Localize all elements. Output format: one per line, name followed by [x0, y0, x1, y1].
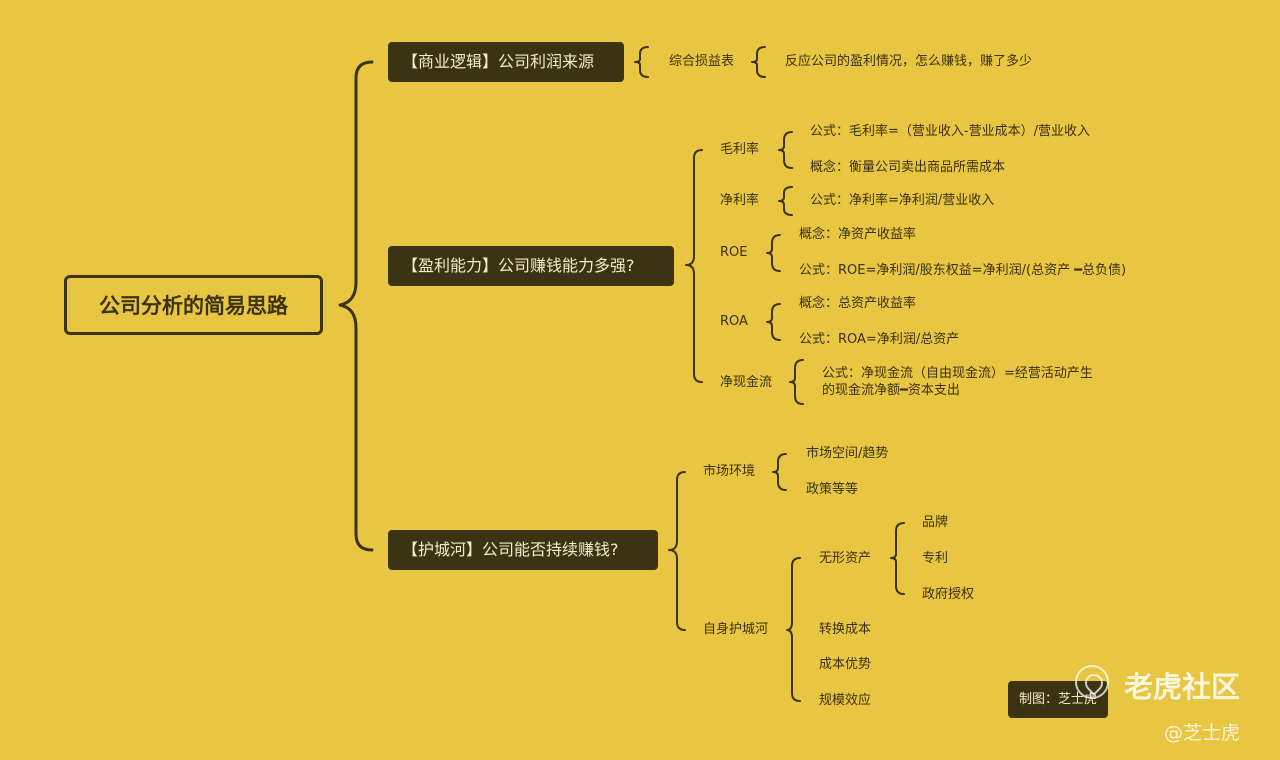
- node-roa[interactable]: ROA: [720, 314, 748, 329]
- intangible-license: 政府授权: [922, 587, 975, 602]
- node-gross-margin[interactable]: 毛利率: [720, 142, 760, 157]
- roa-brace: [766, 303, 781, 341]
- cashflow-formula-line2: 的现金流净额━资本支出: [822, 383, 960, 398]
- root-bracket: [338, 60, 374, 552]
- watermark-brand: 老虎社区: [1124, 670, 1241, 704]
- node-income-statement-detail: 反应公司的盈利情况，怎么赚钱，赚了多少: [785, 54, 1033, 69]
- net-margin-brace: [778, 186, 793, 216]
- branch1-brace: [634, 46, 649, 78]
- intangible-brand: 品牌: [922, 515, 949, 530]
- income-brace: [751, 46, 766, 78]
- node-net-cashflow[interactable]: 净现金流: [720, 375, 773, 390]
- branch-business-logic[interactable]: 【商业逻辑】公司利润来源: [388, 42, 624, 82]
- cashflow-brace: [789, 359, 804, 405]
- roa-formula: 公式：ROA=净利润/总资产: [799, 332, 960, 347]
- node-roe[interactable]: ROE: [720, 245, 748, 260]
- roe-formula: 公式：ROE=净利润/股东权益=净利润/(总资产 ━总负债): [799, 263, 1127, 278]
- root-node[interactable]: 公司分析的简易思路: [64, 275, 323, 335]
- node-cost-advantage[interactable]: 成本优势: [819, 657, 872, 672]
- node-income-statement[interactable]: 综合损益表: [669, 54, 735, 69]
- gross-margin-concept: 概念：衡量公司卖出商品所需成本: [810, 160, 1006, 175]
- node-net-margin[interactable]: 净利率: [720, 193, 760, 208]
- branch-profitability[interactable]: 【盈利能力】公司赚钱能力多强?: [388, 246, 674, 286]
- branch2-bracket: [685, 149, 703, 383]
- gross-margin-formula: 公式：毛利率=（营业收入-营业成本）/营业收入: [810, 124, 1090, 139]
- market-brace: [772, 453, 787, 491]
- market-policy: 政策等等: [806, 482, 859, 497]
- roa-concept: 概念：总资产收益率: [799, 296, 917, 311]
- credit-badge: 制图：芝士虎: [1008, 681, 1108, 718]
- roe-concept: 概念：净资产收益率: [799, 227, 917, 242]
- node-scale-effect[interactable]: 规模效应: [819, 693, 872, 708]
- tiger-logo-icon: [1075, 665, 1109, 699]
- cashflow-formula-line1: 公式：净现金流（自由现金流）=经营活动产生: [822, 366, 1093, 381]
- intangible-patent: 专利: [922, 551, 949, 566]
- gross-margin-brace: [778, 131, 793, 169]
- roe-brace: [766, 234, 781, 272]
- market-space-trend: 市场空间/趋势: [806, 446, 889, 461]
- node-own-moat[interactable]: 自身护城河: [703, 622, 769, 637]
- intangible-brace: [890, 522, 905, 595]
- moat-bracket: [786, 557, 801, 702]
- watermark-handle: @芝士虎: [1164, 722, 1241, 744]
- node-switching-cost[interactable]: 转换成本: [819, 622, 872, 637]
- branch3-bracket: [668, 471, 686, 631]
- node-market-environment[interactable]: 市场环境: [703, 464, 756, 479]
- node-intangible-assets[interactable]: 无形资产: [819, 551, 872, 566]
- branch-moat[interactable]: 【护城河】公司能否持续赚钱?: [388, 530, 658, 570]
- net-margin-formula: 公式：净利率=净利润/营业收入: [810, 193, 995, 208]
